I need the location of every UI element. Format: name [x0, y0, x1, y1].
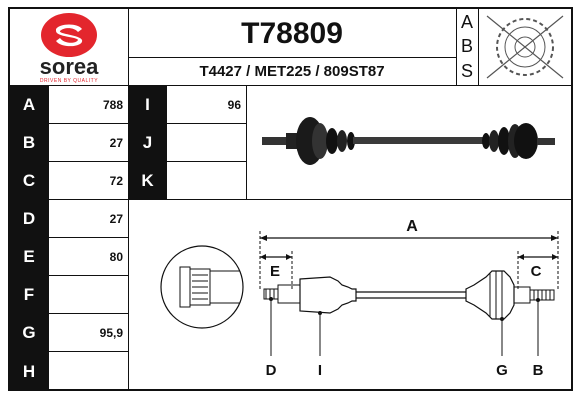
dim-value-j: [167, 124, 246, 161]
dim-label-a: A: [10, 86, 48, 123]
dim-label-e: E: [10, 238, 48, 275]
abs-letter-s: S: [460, 60, 473, 81]
spec-sheet: sorea DRIVEN BY QUALITY T78809 T4427 / M…: [8, 7, 573, 391]
dim-value-a: 788: [102, 97, 123, 112]
dim-value-k: [167, 162, 246, 199]
dim-value-b: 27: [109, 135, 123, 150]
dim-label-c: C: [10, 162, 48, 199]
dim-label-k: K: [129, 162, 166, 199]
dim-label-g: G: [10, 314, 48, 351]
dim-value-f: [49, 276, 128, 313]
sorea-logo-icon: sorea DRIVEN BY QUALITY: [40, 13, 99, 84]
dim-label-b: B: [10, 124, 48, 161]
dim-value-g: 95,9: [99, 325, 123, 340]
diagram-label-e: E: [270, 263, 280, 280]
dim-value-c: 72: [109, 173, 123, 188]
brand-tagline: DRIVEN BY QUALITY: [40, 78, 98, 84]
drive-shaft-photo: [248, 87, 570, 197]
dim-label-d: D: [10, 200, 48, 237]
dim-label-i: I: [129, 86, 166, 123]
diagram-label-g: G: [496, 362, 508, 379]
dim-label-h: H: [10, 352, 48, 391]
abs-letter-a: A: [460, 11, 473, 32]
abs-letter-b: B: [460, 35, 473, 56]
diagram-label-c: C: [531, 263, 542, 280]
dim-value-e: 80: [109, 249, 123, 264]
no-abs-ring-icon: [479, 10, 571, 84]
dim-value-i: 96: [227, 97, 241, 112]
part-number: T78809: [241, 17, 343, 50]
diagram-label-b: B: [533, 362, 544, 379]
dimension-diagram: A E C: [130, 201, 570, 391]
diagram-label-d: D: [266, 362, 277, 379]
diagram-label-a: A: [406, 218, 418, 235]
brand-logo: sorea DRIVEN BY QUALITY: [10, 9, 128, 85]
diagram-label-i: I: [318, 362, 322, 379]
dim-value-d: 27: [109, 211, 123, 226]
cross-references: T4427 / MET225 / 809ST87: [199, 63, 385, 80]
dim-label-f: F: [10, 276, 48, 313]
brand-name: sorea: [40, 54, 99, 79]
dim-value-h: [49, 352, 128, 391]
dim-label-j: J: [129, 124, 166, 161]
